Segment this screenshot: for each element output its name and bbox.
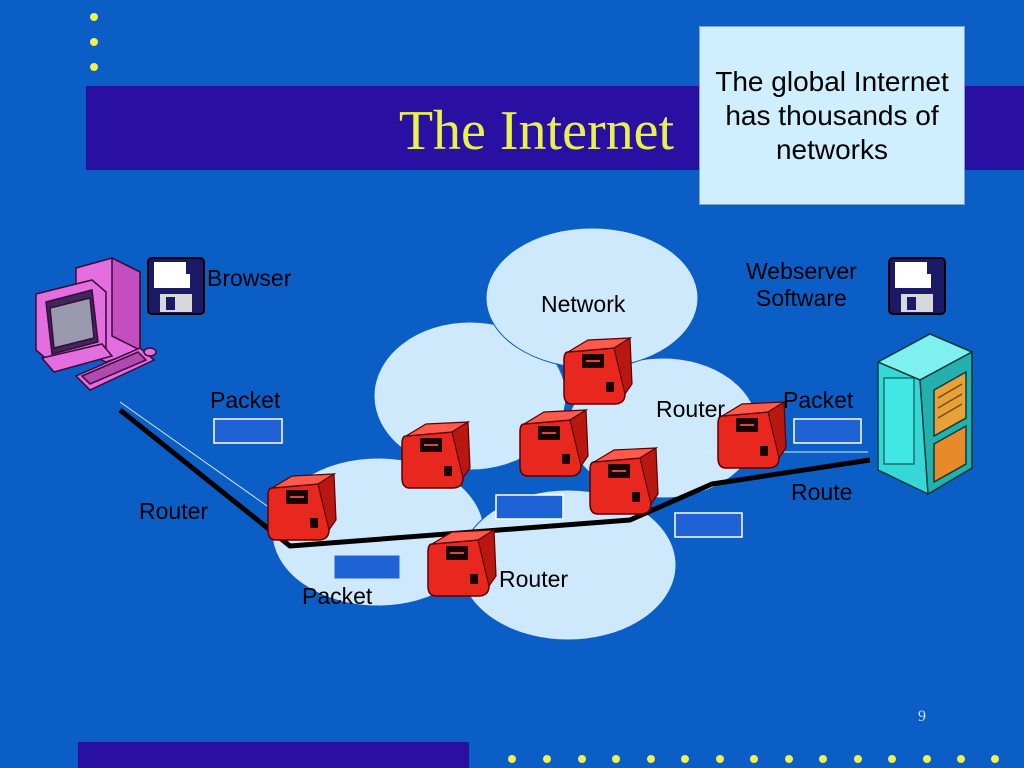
router-icon bbox=[519, 409, 589, 477]
label-route: Route bbox=[791, 479, 853, 505]
label-router-bottom: Router bbox=[499, 566, 569, 592]
route-path bbox=[118, 408, 871, 549]
router-icon bbox=[717, 401, 787, 469]
router-icon bbox=[563, 337, 633, 405]
label-packet-bottom: Packet bbox=[302, 583, 373, 609]
label-router-center: Router bbox=[656, 396, 726, 422]
label-browser: Browser bbox=[207, 265, 292, 291]
decorative-dots-bottom bbox=[508, 755, 999, 763]
decorative-dots-left bbox=[90, 13, 98, 71]
floppy-disk-icon bbox=[888, 257, 946, 315]
callout-box: The global Internet has thousands of net… bbox=[699, 26, 965, 205]
label-network: Network bbox=[541, 291, 626, 317]
router-icon bbox=[427, 529, 497, 597]
server-tower-icon bbox=[876, 333, 974, 496]
packet-left bbox=[213, 418, 283, 444]
packet-bottom bbox=[333, 554, 401, 580]
footer-bar bbox=[78, 742, 469, 768]
slide-title: The Internet bbox=[398, 100, 674, 162]
page-number: 9 bbox=[918, 708, 926, 725]
floppy-disk-icon bbox=[147, 257, 205, 315]
label-webserver-line1: Webserver bbox=[746, 258, 857, 284]
label-router-left: Router bbox=[139, 498, 209, 524]
packet-right-lower bbox=[674, 512, 743, 538]
desktop-computer-icon bbox=[35, 256, 157, 391]
label-webserver-line2: Software bbox=[756, 285, 847, 311]
router-icon bbox=[267, 473, 337, 541]
label-webserver: Webserver Software bbox=[746, 258, 857, 312]
router-icon bbox=[589, 447, 659, 515]
label-packet-left: Packet bbox=[210, 387, 281, 413]
packets bbox=[213, 418, 862, 580]
packet-right bbox=[793, 418, 862, 444]
packet-middle bbox=[495, 494, 564, 520]
label-packet-right: Packet bbox=[783, 387, 854, 413]
router-icon bbox=[401, 421, 471, 489]
